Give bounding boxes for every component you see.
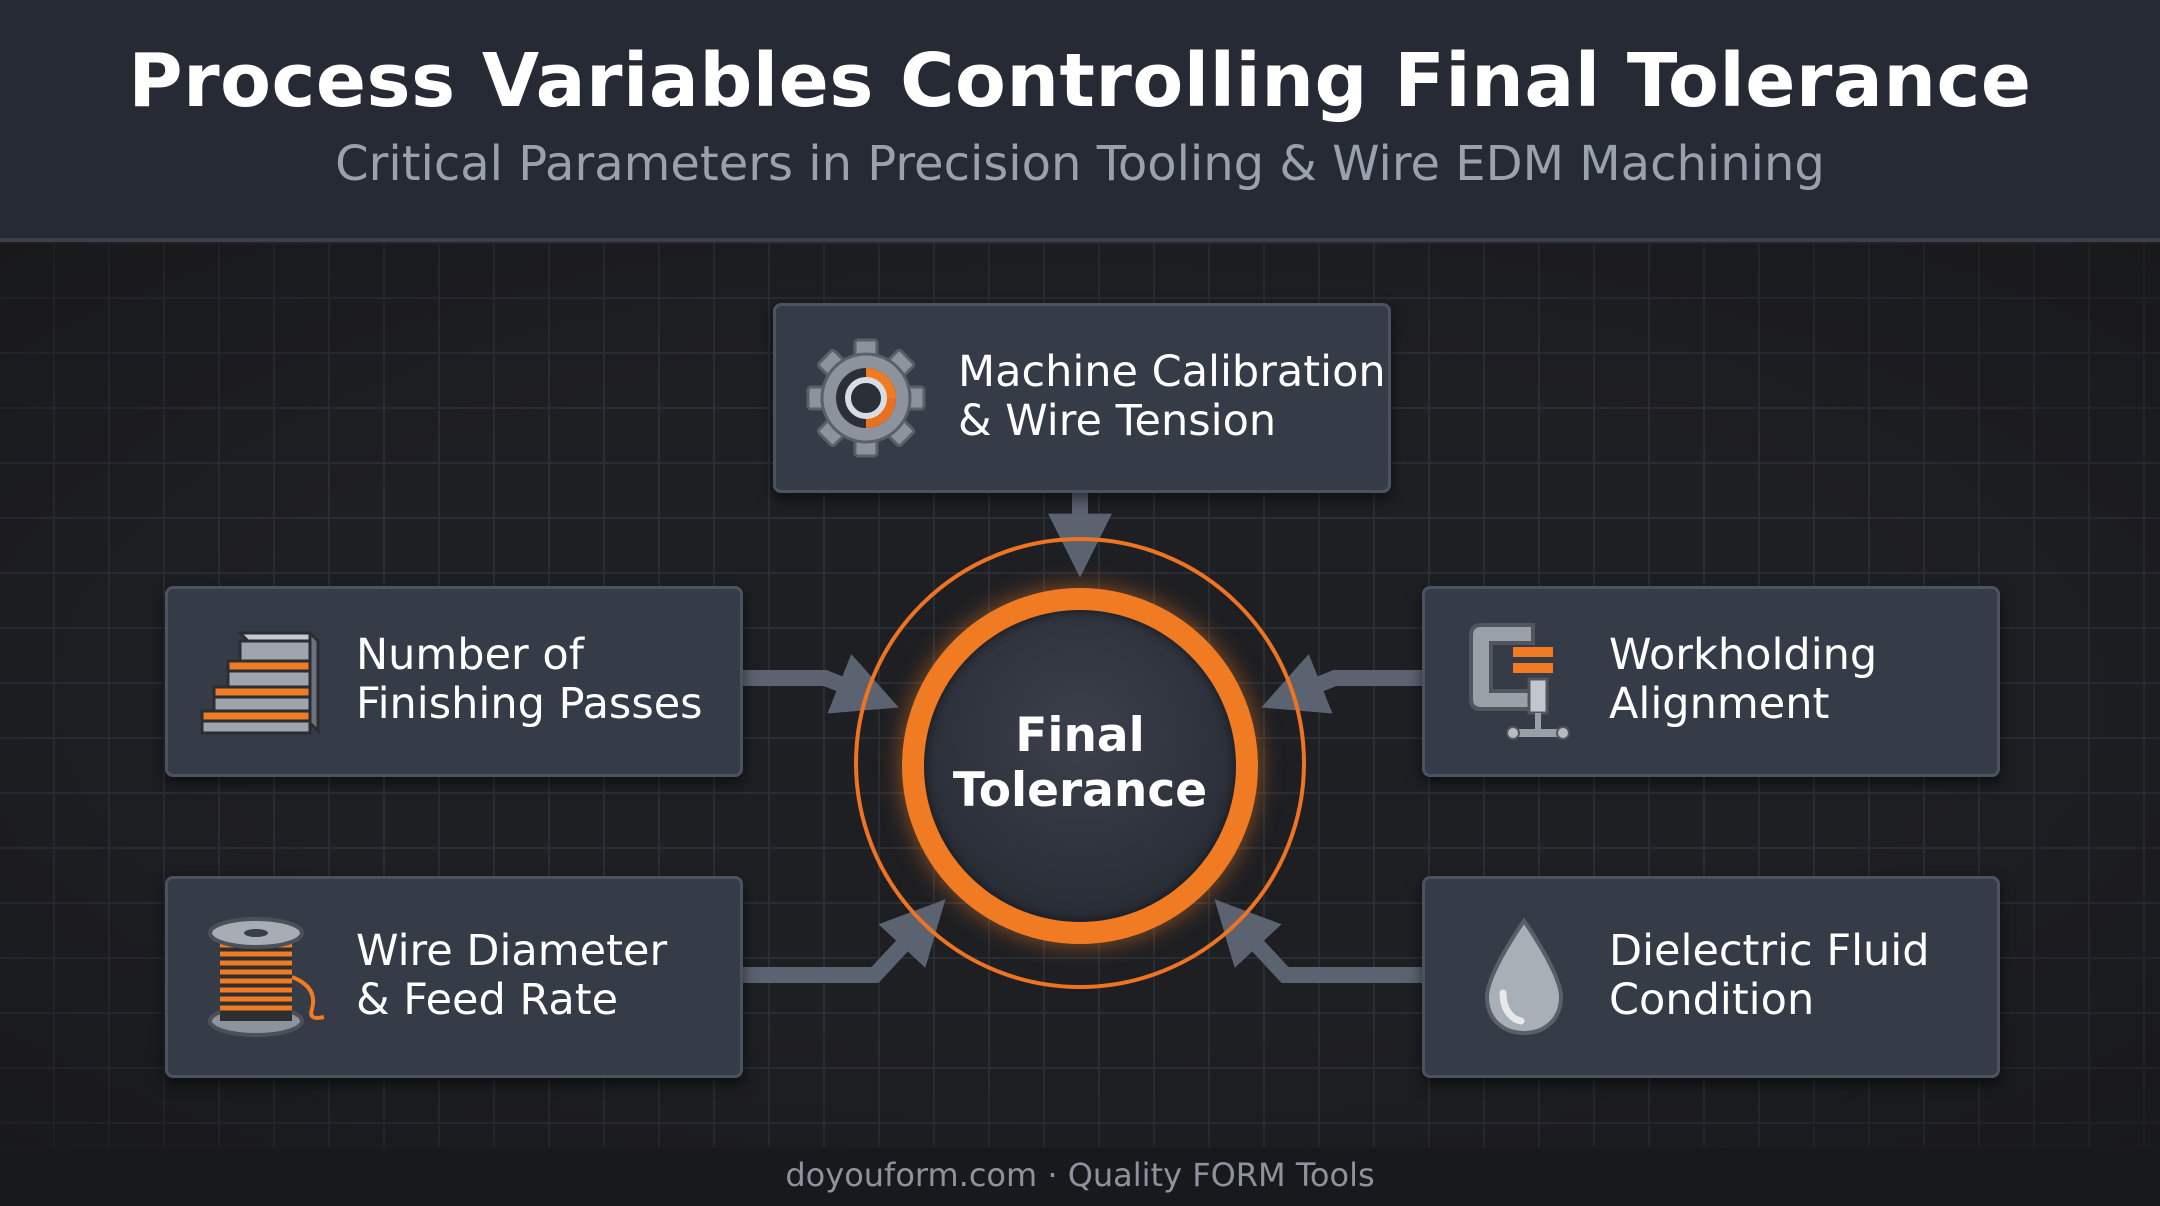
hub-label: Final Tolerance [952, 708, 1208, 818]
card-finishing-passes: Number of Finishing Passes [165, 586, 743, 777]
card-label-dielectric: Dielectric Fluid Condition [1609, 926, 1930, 1025]
clamp-icon [1469, 623, 1570, 740]
arrow-dielectric [1214, 899, 1422, 983]
arrow-wire [738, 899, 946, 983]
card-label-workholding: Workholding Alignment [1609, 630, 1878, 729]
footer-credit: doyouform.com · Quality FORM Tools [785, 1156, 1375, 1194]
footer-bar [0, 1148, 2160, 1206]
card-workholding: Workholding Alignment [1422, 586, 2000, 777]
droplet-icon [1484, 917, 1564, 1036]
card-wire-diameter: Wire Diameter & Feed Rate [165, 876, 743, 1078]
page-subtitle: Critical Parameters in Precision Tooling… [335, 136, 1825, 192]
card-machine-calibration: Machine Calibration & Wire Tension [773, 303, 1391, 493]
gear-icon [806, 338, 926, 458]
card-dielectric-fluid: Dielectric Fluid Condition [1422, 876, 2000, 1078]
header-bar [0, 0, 2160, 242]
hub-outer-ring [854, 537, 1306, 989]
wire-spool-icon [208, 917, 325, 1037]
card-label-calibration: Machine Calibration & Wire Tension [958, 347, 1386, 446]
card-label-passes: Number of Finishing Passes [356, 630, 703, 729]
card-label-wire: Wire Diameter & Feed Rate [356, 926, 668, 1025]
arrow-passes [738, 654, 899, 714]
page-title: Process Variables Controlling Final Tole… [128, 38, 2032, 124]
stairs-icon [200, 629, 322, 735]
arrow-workholding [1261, 654, 1422, 714]
